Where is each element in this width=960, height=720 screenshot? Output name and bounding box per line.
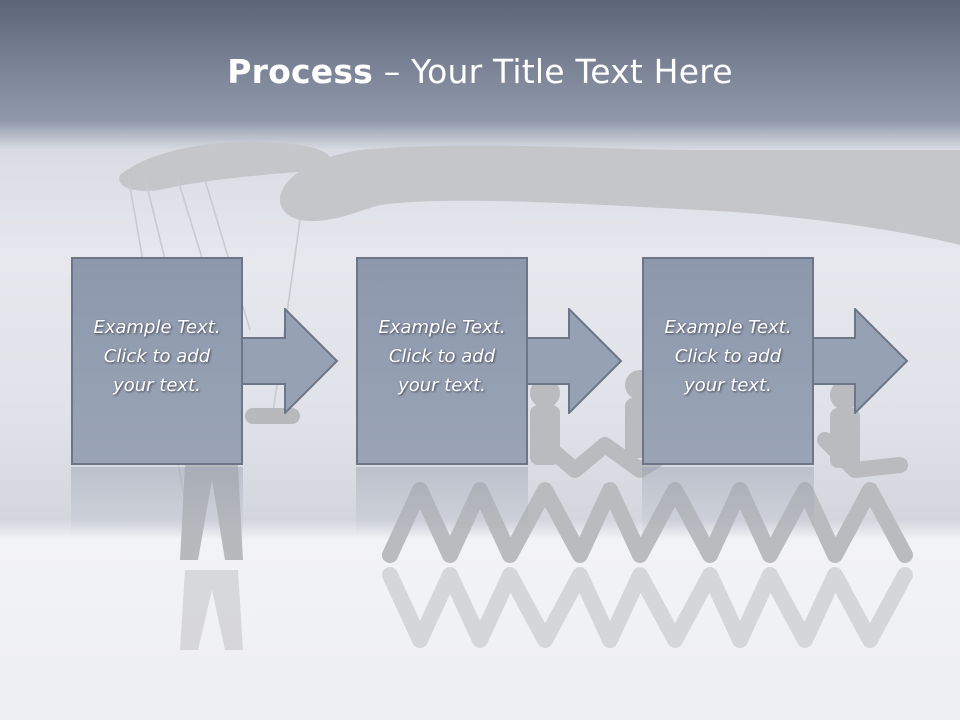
- step-2-arrow-icon: [524, 308, 623, 414]
- fingers-silhouette: [119, 141, 331, 191]
- step-3-line-1: Example Text.: [664, 317, 792, 338]
- step-2-reflection: [356, 467, 528, 537]
- step-3-line-3: your text.: [684, 375, 772, 396]
- step-3-reflection: [642, 467, 814, 537]
- step-1-reflection: [71, 467, 243, 537]
- step-1-line-3: your text.: [113, 375, 201, 396]
- step-3-arrow-icon: [810, 308, 909, 414]
- slide-title: Process – Your Title Text Here: [0, 52, 960, 91]
- title-rest: – Your Title Text Here: [373, 52, 733, 91]
- step-2-line-1: Example Text.: [378, 317, 506, 338]
- hand-silhouette: [280, 145, 960, 245]
- step-3-text[interactable]: Example Text. Click to add your text.: [644, 313, 812, 400]
- step-3-box[interactable]: Example Text. Click to add your text.: [642, 257, 814, 465]
- step-3-line-2: Click to add: [674, 346, 782, 367]
- step-2-box[interactable]: Example Text. Click to add your text.: [356, 257, 528, 465]
- title-bold: Process: [227, 52, 374, 91]
- step-1-line-1: Example Text.: [93, 317, 221, 338]
- puppet-figure: [180, 408, 300, 650]
- step-2-text[interactable]: Example Text. Click to add your text.: [358, 313, 526, 400]
- step-1-line-2: Click to add: [103, 346, 211, 367]
- step-2-line-2: Click to add: [388, 346, 496, 367]
- step-1-box[interactable]: Example Text. Click to add your text.: [71, 257, 243, 465]
- paper-chain-reflection: [382, 567, 913, 648]
- step-1-text[interactable]: Example Text. Click to add your text.: [73, 313, 241, 400]
- step-1-arrow-icon: [240, 308, 339, 414]
- step-2-line-3: your text.: [398, 375, 486, 396]
